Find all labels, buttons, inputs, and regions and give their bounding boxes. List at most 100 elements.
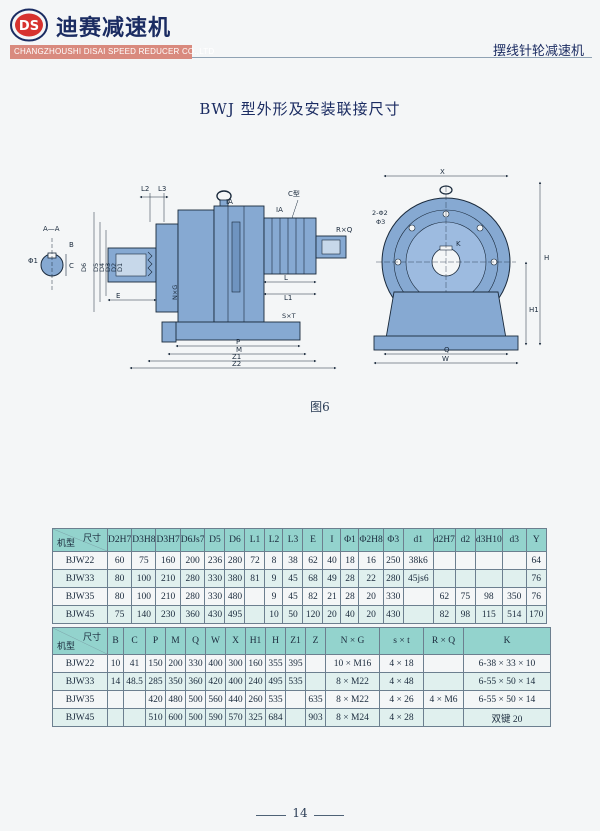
table-cell: 21 [322, 587, 342, 606]
table-cell: 4 × M6 [423, 690, 464, 709]
table-cell [432, 551, 456, 570]
svg-text:2-Φ2: 2-Φ2 [372, 209, 388, 217]
column-header: D3H8 [131, 528, 157, 552]
svg-text:Z2: Z2 [232, 360, 241, 368]
footer-rule-right [314, 815, 344, 816]
column-header: Y [525, 528, 547, 552]
column-header: E [302, 528, 324, 552]
table-cell [123, 708, 146, 727]
column-header: N × G [325, 627, 380, 655]
svg-text:W: W [442, 355, 449, 363]
table-cell: 440 [225, 690, 246, 709]
table-cell: 330 [204, 569, 226, 588]
table-cell: 400 [225, 672, 246, 691]
table-cell: 140 [131, 605, 157, 624]
brand-bar [10, 45, 192, 59]
table-cell: 380 [224, 569, 246, 588]
table-cell: 76 [525, 587, 547, 606]
table-cell: 8 [264, 551, 284, 570]
table-cell: 100 [131, 587, 157, 606]
table-cell: 98 [454, 605, 476, 624]
table-cell: 80 [106, 587, 133, 606]
column-header: H1 [245, 627, 266, 655]
table-cell: 200 [165, 654, 186, 673]
table-cell [423, 708, 464, 727]
table-cell: 8 × M22 [325, 672, 380, 691]
svg-text:L1: L1 [284, 294, 292, 302]
table-cell: 81 [244, 569, 266, 588]
table-cell: 210 [155, 587, 181, 606]
column-header: D6 [224, 528, 246, 552]
table-cell: 360 [179, 605, 206, 624]
table-cell: 236 [204, 551, 226, 570]
brand-name-english: CHANGZHOUSHI DISAI SPEED REDUCER CO.,LTD [14, 47, 215, 56]
table-cell: 16 [358, 551, 384, 570]
column-header: H [265, 627, 286, 655]
page-header: DS 迪赛减速机 CHANGZHOUSHI DISAI SPEED REDUCE… [0, 0, 600, 64]
svg-text:IA: IA [276, 206, 283, 214]
svg-text:Q: Q [444, 346, 450, 354]
table-cell: 41 [123, 654, 146, 673]
table-cell [423, 654, 464, 673]
table-cell: 160 [155, 551, 181, 570]
table-cell: BJW22 [52, 551, 108, 570]
svg-text:D5: D5 [92, 263, 100, 272]
table-cell: 64 [525, 551, 547, 570]
column-header: L3 [282, 528, 304, 552]
table-cell: 8 × M24 [325, 708, 380, 727]
table-cell: 9 [264, 587, 284, 606]
table-cell: 480 [165, 690, 186, 709]
column-header: W [205, 627, 226, 655]
svg-text:Φ3: Φ3 [376, 218, 385, 226]
column-header: D6Js7 [179, 528, 206, 552]
section-title: BWJ 型外形及安装联接尺寸 [199, 100, 401, 118]
corner-label-model: 机型 [57, 641, 76, 651]
table-cell: 120 [302, 605, 324, 624]
table-cell: 45js6 [402, 569, 434, 588]
svg-text:R×Q: R×Q [336, 226, 353, 234]
column-header: I [322, 528, 342, 552]
table-cell: 570 [225, 708, 246, 727]
table-cell: 双键 20 [463, 708, 551, 727]
shaft-section-view: A—A B C Φ1 [28, 225, 74, 292]
table-cell: 48.5 [123, 672, 146, 691]
table-cell: 500 [185, 690, 206, 709]
table-cell: 480 [224, 587, 246, 606]
column-header: d2H7 [432, 528, 456, 552]
column-header: d2 [454, 528, 476, 552]
table-cell: 20 [358, 587, 384, 606]
table-cell: 98 [474, 587, 503, 606]
table-cell: 40 [340, 605, 360, 624]
svg-text:Φ1: Φ1 [28, 257, 38, 265]
svg-text:B: B [69, 241, 74, 249]
table-cell: 9 [264, 569, 284, 588]
table-cell: 4 × 18 [379, 654, 424, 673]
table-cell: 330 [185, 654, 206, 673]
column-header: Φ2H8 [358, 528, 384, 552]
page-number: 14 [292, 806, 308, 820]
table-cell: BJW33 [52, 569, 108, 588]
column-header: d3H10 [474, 528, 503, 552]
table-cell: 350 [165, 672, 186, 691]
table-cell [501, 569, 527, 588]
svg-text:H: H [544, 254, 549, 262]
table-cell: 6-55 × 50 × 14 [463, 690, 551, 709]
column-header: Φ1 [340, 528, 360, 552]
table-cell: 75 [131, 551, 157, 570]
table-cell: BJW35 [52, 690, 108, 709]
table-cell: 18 [340, 551, 360, 570]
table-cell: 285 [145, 672, 166, 691]
table-cell: 8 × M22 [325, 690, 380, 709]
column-header: d1 [402, 528, 434, 552]
header-divider [192, 57, 592, 58]
table-cell: 60 [106, 551, 133, 570]
table-cell: BJW45 [52, 605, 108, 624]
table-cell: 4 × 26 [379, 690, 424, 709]
